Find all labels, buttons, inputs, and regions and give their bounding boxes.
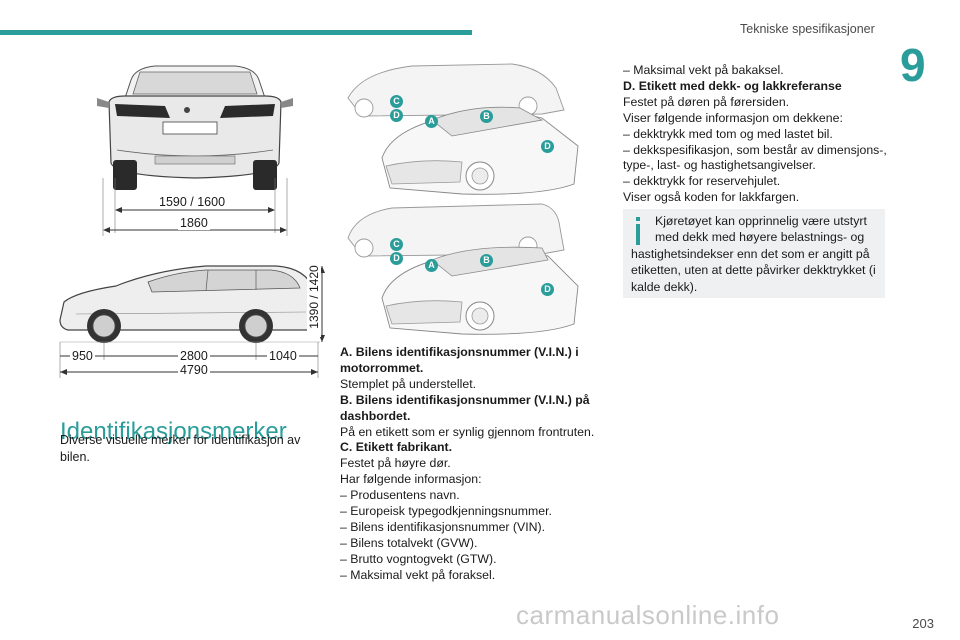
dimension-rear-overhang: 1040 [267,349,299,363]
side-view-figure [59,265,325,378]
item-b-text: På en etikett som er synlig gjennom fron… [340,424,595,439]
rear-view-figure [97,65,293,236]
info-box: Kjøretøyet kan opprinnelig være utstyrt … [623,209,885,298]
marker-b: B [480,254,493,267]
section-heading: Identifikasjonsmerker [60,417,287,445]
dimension-front-overhang: 950 [70,349,95,363]
estate-label-figure [347,203,579,335]
list-item: – Bilens identifikasjonsnummer (VIN). [340,519,546,534]
marker-d: D [390,109,403,122]
list-item: – Europeisk typegodkjenningsnummer. [340,504,552,519]
list-item: – Produsentens navn. [340,488,460,503]
item-a-text: Stemplet på understellet. [340,376,477,391]
list-item: – Maksimal vekt på bakaksel. [623,63,784,77]
chapter-number: 9 [900,39,926,91]
column-middle: A. Bilens identifikasjonsnummer (V.I.N.)… [340,345,602,584]
intro-text: Diverse visuelle merker for identifikasj… [60,433,301,464]
info-text: Kjøretøyet kan opprinnelig være utstyrt … [631,214,876,294]
marker-d: D [390,252,403,265]
list-item: – dekktrykk for reservehjulet. [623,174,781,189]
watermark: carmanualsonline.info [516,600,780,630]
marker-d2: D [541,140,554,153]
list-item: – Maksimal vekt på foraksel. [340,567,496,582]
marker-b: B [480,110,493,123]
dimension-track: 1590 / 1600 [157,195,228,209]
dimension-wheelbase: 2800 [178,349,210,363]
marker-d2: D [541,283,554,296]
dimension-width: 1860 [178,216,210,230]
item-c-title: C. Etikett fabrikant. [340,440,453,455]
sedan-label-figure [347,63,579,195]
marker-c: C [390,238,403,251]
dimension-height: 1390 / 1420 [307,257,321,337]
column-right: – Maksimal vekt på bakaksel. D. Etikett … [623,63,893,206]
page-number: 203 [912,616,934,631]
marker-a: A [425,259,438,272]
list-item: – dekkspesifikasjon, som består av dimen… [623,142,887,157]
item-a-title: A. Bilens identifikasjonsnummer (V.I.N.)… [340,345,579,359]
list-item: type-, last- og hastighetsangivelser. [623,158,816,173]
marker-a: A [425,115,438,128]
marker-c: C [390,95,403,108]
list-item: – Brutto vogntogvekt (GTW). [340,551,497,566]
chapter-accent-bar [0,30,472,35]
section-title: Tekniske spesifikasjoner [740,22,875,36]
item-d-title: D. Etikett med dekk- og lakkreferanse [623,78,842,93]
list-item: – Bilens totalvekt (GVW). [340,535,478,550]
item-b-title: B. Bilens identifikasjonsnummer (V.I.N.)… [340,392,590,407]
list-item: – dekktrykk med tom og med lastet bil. [623,126,833,141]
dimension-length: 4790 [178,363,210,377]
info-icon [636,217,640,245]
